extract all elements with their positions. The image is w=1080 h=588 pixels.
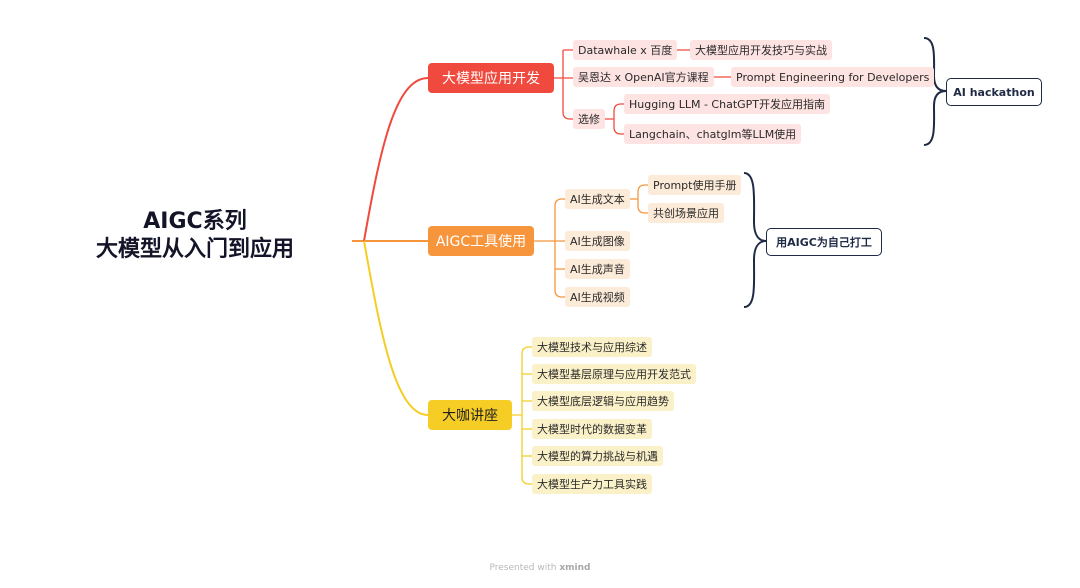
- topic-prompt-engineering[interactable]: Prompt Engineering for Developers: [731, 67, 935, 87]
- topic-hugging-llm[interactable]: Hugging LLM - ChatGPT开发应用指南: [624, 94, 831, 114]
- topic-talk-1[interactable]: 大模型技术与应用综述: [532, 337, 652, 357]
- topic-elective[interactable]: 选修: [573, 109, 605, 129]
- topic-talk-4[interactable]: 大模型时代的数据变革: [532, 419, 652, 439]
- topic-talk-3[interactable]: 大模型底层逻辑与应用趋势: [532, 391, 674, 411]
- branch-expert-talks[interactable]: 大咖讲座: [428, 400, 512, 430]
- footer-credit: Presented with xmind: [0, 563, 1080, 573]
- topic-ai-text[interactable]: AI生成文本: [565, 189, 630, 209]
- topic-ai-video[interactable]: AI生成视频: [565, 287, 630, 307]
- topic-talk-5[interactable]: 大模型的算力挑战与机遇: [532, 446, 663, 466]
- topic-datawhale-course[interactable]: 大模型应用开发技巧与实战: [690, 40, 832, 60]
- topic-ai-image[interactable]: AI生成图像: [565, 231, 630, 251]
- root-topic[interactable]: AIGC系列 大模型从入门到应用: [70, 208, 320, 264]
- topic-ai-audio[interactable]: AI生成声音: [565, 259, 630, 279]
- xmind-logo: xmind: [559, 563, 591, 573]
- root-title-line1: AIGC系列: [143, 209, 247, 234]
- footer-prefix: Presented with: [489, 563, 557, 573]
- summary-aigc-work[interactable]: 用AIGC为自己打工: [766, 228, 882, 256]
- topic-prompt-manual[interactable]: Prompt使用手册: [648, 175, 742, 195]
- topic-talk-2[interactable]: 大模型基层原理与应用开发范式: [532, 364, 696, 384]
- summary-ai-hackathon[interactable]: AI hackathon: [946, 78, 1042, 106]
- topic-datawhale[interactable]: Datawhale x 百度: [573, 40, 678, 60]
- topic-co-create[interactable]: 共创场景应用: [648, 203, 724, 223]
- branch-app-dev[interactable]: 大模型应用开发: [428, 63, 554, 93]
- root-title-line2: 大模型从入门到应用: [95, 237, 294, 262]
- topic-wuenda[interactable]: 吴恩达 x OpenAI官方课程: [573, 67, 714, 87]
- topic-langchain[interactable]: Langchain、chatglm等LLM使用: [624, 124, 802, 144]
- branch-aigc-tools[interactable]: AIGC工具使用: [428, 226, 534, 256]
- topic-talk-6[interactable]: 大模型生产力工具实践: [532, 474, 652, 494]
